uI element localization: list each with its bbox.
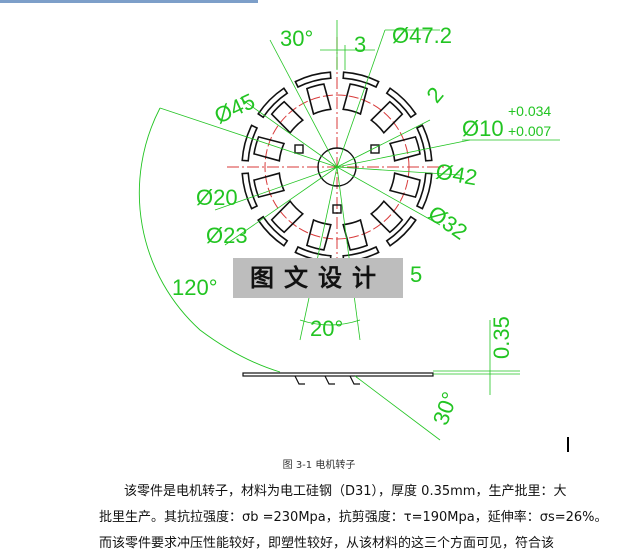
rotor-tooth-tip bbox=[241, 172, 259, 210]
rotor-drawing: 30° 3 Ø47.2 2 Ø10 +0.034 +0.007 Ø45 Ø42 … bbox=[138, 20, 560, 441]
dimension-line bbox=[354, 375, 441, 441]
dimension-line bbox=[336, 29, 386, 168]
dim-d10-upper-tol: +0.034 bbox=[508, 103, 551, 119]
dim-d10: Ø10 bbox=[462, 116, 504, 141]
paragraph-line-2: 批里生产。其抗拉强度：σb =230Mpa，抗剪强度：τ=190Mpa，延伸率：… bbox=[99, 510, 608, 525]
rotor-slot bbox=[270, 199, 305, 234]
dimension-line bbox=[239, 97, 338, 168]
dimension-line bbox=[336, 166, 461, 176]
rotor-tooth-tip bbox=[342, 71, 380, 89]
rivet-hole bbox=[332, 204, 342, 214]
pitch-circle bbox=[264, 94, 410, 240]
rotor-tooth-tip bbox=[342, 245, 380, 263]
dimension-line bbox=[336, 166, 441, 226]
dimension-line bbox=[336, 119, 431, 168]
paragraph-line-3: 而该零件要求冲压性能较好，即塑性较好，从该材料的这三个方面可见，符合该 bbox=[99, 536, 555, 551]
text-cursor bbox=[567, 437, 569, 452]
rotor-slot bbox=[342, 83, 369, 116]
dim-d10-lower-tol: +0.007 bbox=[508, 123, 551, 139]
rotor-slot bbox=[305, 218, 332, 251]
dimension-line bbox=[336, 139, 471, 168]
rotor-tooth-tip bbox=[415, 124, 433, 162]
side-view-tab bbox=[324, 375, 335, 385]
rotor-tooth-tip bbox=[257, 215, 289, 247]
dim-d47: Ø47.2 bbox=[392, 23, 452, 48]
dimension-line bbox=[159, 107, 338, 168]
dim-angle-20: 20° bbox=[310, 316, 343, 341]
dim-d45: Ø45 bbox=[210, 88, 258, 128]
dimension-line bbox=[269, 39, 338, 168]
dim-angle-30-side: 30° bbox=[428, 388, 463, 428]
dim-d32: Ø32 bbox=[424, 200, 472, 244]
angle-20-arc bbox=[299, 319, 361, 326]
figure-caption: 图 3-1 电机转子 bbox=[282, 460, 356, 471]
dim-thickness: 0.35 bbox=[489, 316, 514, 359]
shaft-hole bbox=[317, 147, 357, 187]
rotor-tooth-tip bbox=[385, 87, 417, 119]
dimension-line bbox=[336, 166, 361, 341]
rotor-tooth-tip bbox=[415, 172, 433, 210]
side-view-lamination bbox=[242, 372, 434, 377]
window-top-bar bbox=[0, 0, 258, 3]
rotor-tooth-tip bbox=[257, 87, 289, 119]
rotor-slot bbox=[253, 172, 286, 199]
dimension-line bbox=[224, 166, 338, 246]
dim-d20: Ø20 bbox=[196, 185, 238, 210]
rotor-slot bbox=[270, 100, 305, 135]
dimension-line bbox=[299, 166, 338, 341]
rotor-slot bbox=[388, 172, 421, 199]
dim-5: 5 bbox=[410, 262, 422, 287]
dim-d23: Ø23 bbox=[206, 223, 248, 248]
rotor-slot bbox=[369, 199, 404, 234]
side-view-tab bbox=[349, 375, 360, 385]
dimension-line bbox=[214, 166, 338, 211]
dim-angle-120: 120° bbox=[172, 275, 218, 300]
rotor-slot bbox=[388, 135, 421, 162]
rivet-hole bbox=[370, 144, 380, 154]
dim-3: 3 bbox=[354, 32, 366, 57]
dim-d42: Ø42 bbox=[434, 158, 479, 190]
rotor-slot bbox=[253, 135, 286, 162]
rotor-slot bbox=[369, 100, 404, 135]
rotor-slot bbox=[305, 83, 332, 116]
rotor-slot bbox=[342, 218, 369, 251]
side-view-tab bbox=[294, 375, 305, 385]
rivet-hole bbox=[294, 144, 304, 154]
rotor-tooth-tip bbox=[241, 124, 259, 162]
dim-angle-30: 30° bbox=[280, 26, 313, 51]
rotor-tooth-tip bbox=[294, 71, 332, 89]
paragraph-line-1: 该零件是电机转子，材料为电工硅钢（D31），厚度 0.35mm，生产批里：大 bbox=[124, 484, 567, 499]
rotor-tooth-tip bbox=[385, 215, 417, 247]
dim-2: 2 bbox=[421, 82, 448, 107]
angle-120-arc bbox=[138, 107, 281, 373]
watermark: 图文设计 bbox=[233, 258, 403, 298]
